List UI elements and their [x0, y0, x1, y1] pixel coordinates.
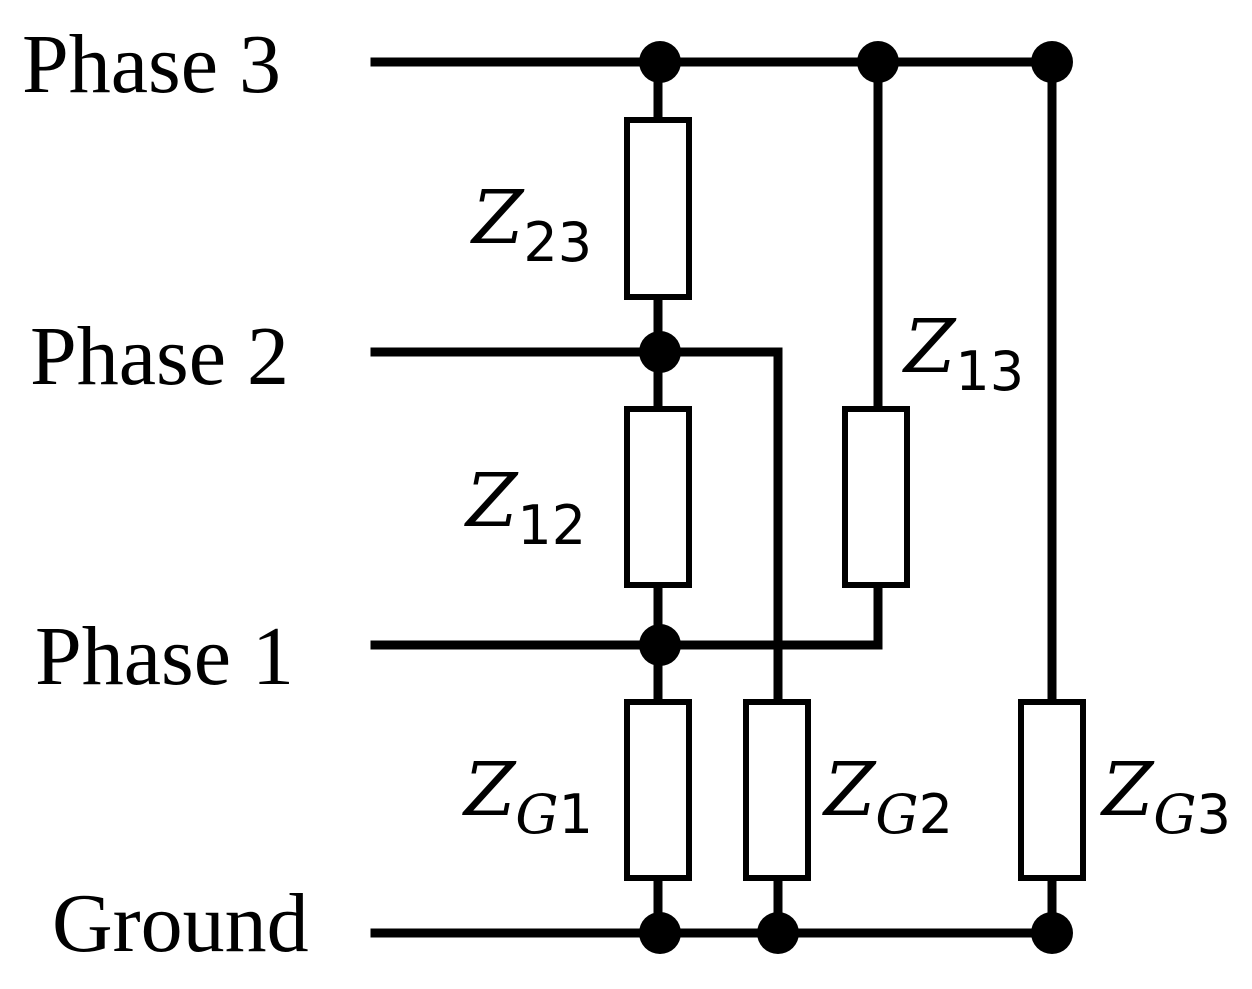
zg2-resistor	[743, 699, 811, 881]
ground-node-zg2	[757, 912, 799, 954]
phase1-label: Phase 1	[35, 610, 294, 703]
zg1-resistor	[624, 699, 692, 881]
ground-node-zg3	[1031, 912, 1073, 954]
phase3-node-z23	[639, 41, 681, 83]
phase2-label: Phase 2	[30, 310, 289, 403]
phase3-node-z13	[857, 41, 899, 83]
phase2-node	[639, 331, 681, 373]
zg3-resistor	[1018, 699, 1086, 881]
zg1-label: ZG1	[462, 747, 593, 846]
zg3-label: ZG3	[1100, 747, 1231, 846]
z12-label: Z12	[464, 458, 586, 557]
z12-resistor	[624, 406, 692, 588]
ground-label: Ground	[52, 877, 309, 970]
phase1-bus-line	[370, 580, 883, 650]
z23-label: Z23	[470, 175, 592, 274]
z13-label: Z13	[902, 304, 1024, 403]
phase2-bus-line	[370, 347, 783, 705]
ground-node-zg1	[639, 912, 681, 954]
phase1-node	[639, 624, 681, 666]
z13-resistor	[842, 406, 910, 588]
phase3-node-zg3	[1031, 41, 1073, 83]
z23-resistor	[624, 117, 692, 300]
phase3-label: Phase 3	[22, 18, 281, 111]
zg2-label: ZG2	[822, 747, 953, 846]
